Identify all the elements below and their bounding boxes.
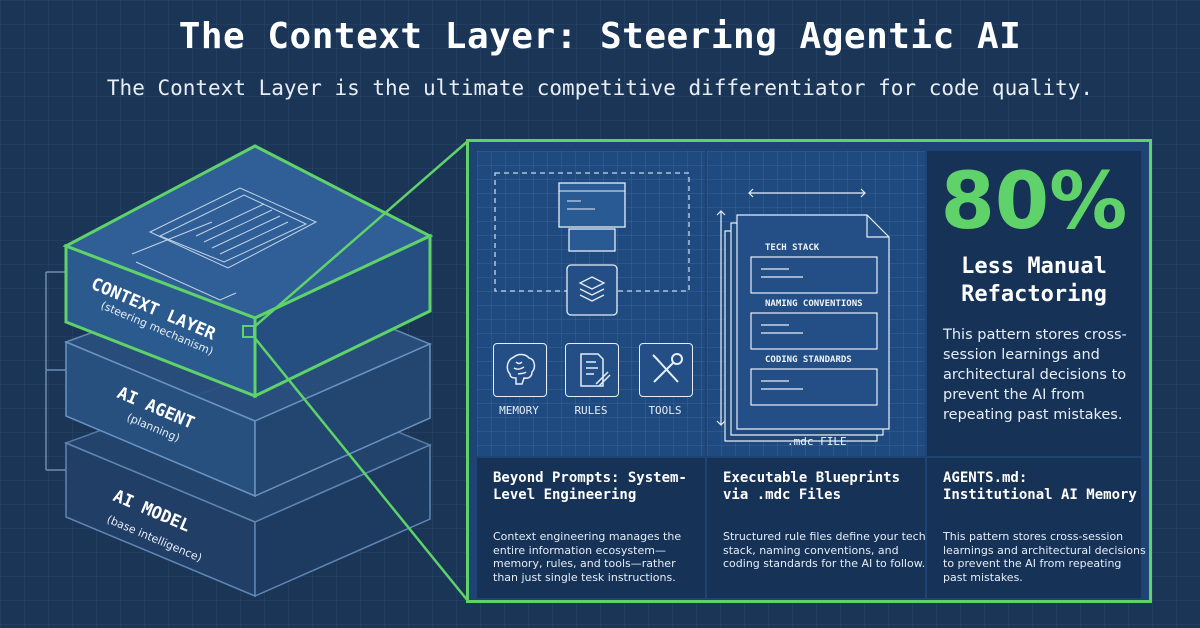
card-title: Beyond Prompts: System-Level Engineering [493, 470, 687, 503]
card-executable-blueprints: Executable Blueprints via .mdc Files Str… [707, 458, 926, 598]
card-description: Structured rule files define your tech s… [723, 530, 926, 570]
stat-label-line1: Less Manual [961, 254, 1107, 279]
page-title: The Context Layer: Steering Agentic AI [178, 16, 1022, 57]
stat-value: 80% [940, 157, 1128, 247]
brain-icon [506, 353, 536, 385]
card-title: Executable Blueprints via .mdc Files [723, 470, 901, 503]
components-cell: MEMORY RULES [477, 151, 705, 456]
stat-description: This pattern stores cross-session learni… [943, 327, 1127, 423]
card-description: Context engineering manages the entire i… [493, 530, 682, 584]
card-description: This pattern stores cross-session learni… [943, 530, 1146, 584]
page-subtitle: The Context Layer is the ultimate compet… [106, 76, 1094, 100]
stat-cell: 80% Less Manual Refactoring This pattern… [927, 151, 1141, 456]
wrench-screwdriver-icon [652, 353, 683, 383]
mdc-file-caption: .mdc FILE [787, 435, 847, 448]
tools-label: TOOLS [648, 404, 682, 417]
stack-bracket [45, 271, 66, 471]
memory-tile [493, 343, 547, 397]
rules-label: RULES [574, 404, 608, 417]
zoom-anchor-marker [242, 325, 255, 338]
document-pencil-icon [580, 353, 611, 387]
memory-label: MEMORY [499, 404, 539, 417]
card-agents-md: AGENTS.md: Institutional AI Memory This … [927, 458, 1146, 598]
mdc-file-diagram [716, 188, 890, 442]
mdc-section-coding: CODING STANDARDS [765, 355, 852, 365]
layers-icon [578, 276, 606, 302]
stat-label: Less Manual Refactoring [927, 253, 1141, 309]
stat-label-line2: Refactoring [961, 282, 1107, 307]
tools-tile [639, 343, 693, 397]
context-layer: CONTEXT LAYER (steering mechanism) [62, 144, 434, 399]
card-title: AGENTS.md: Institutional AI Memory [943, 470, 1137, 503]
rules-tile [565, 343, 619, 397]
mdc-section-tech-stack: TECH STACK [765, 243, 820, 253]
detail-panel: MEMORY RULES [466, 139, 1152, 603]
mdc-section-naming: NAMING CONVENTIONS [765, 299, 863, 309]
zoom-connector-lines [253, 140, 469, 602]
context-window-diagram [494, 172, 690, 316]
card-beyond-prompts: Beyond Prompts: System-Level Engineering… [477, 458, 705, 598]
mdc-file-cell: TECH STACK NAMING CONVENTIONS CODING STA… [707, 151, 925, 456]
context-blueprint-docs [131, 187, 318, 301]
